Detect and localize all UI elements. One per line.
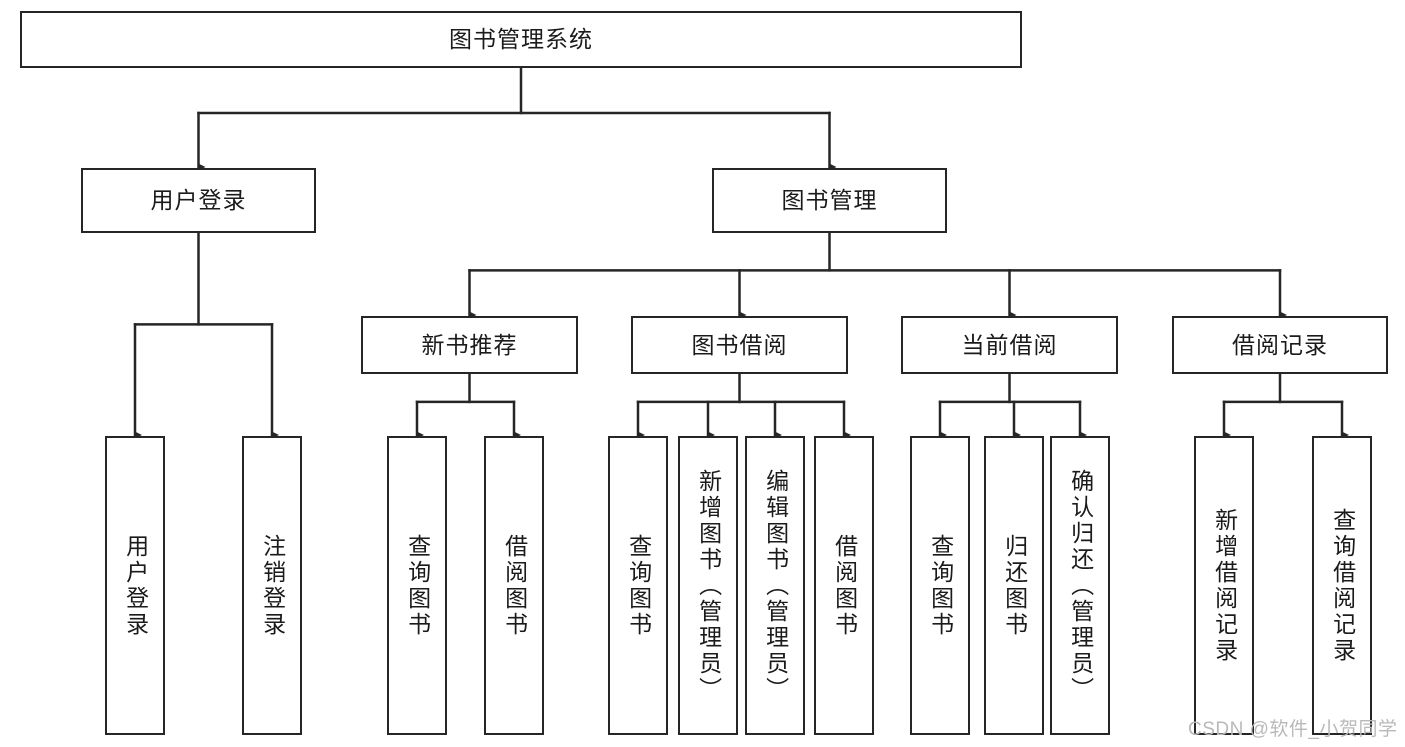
node-label: 当前借阅	[961, 331, 1058, 358]
node-label: 确认归还（管理员）	[1067, 468, 1094, 703]
node-label: 新增借阅记录	[1211, 507, 1238, 664]
node-user-login[interactable]: 用户登录	[81, 168, 316, 233]
node-label: 图书管理	[781, 187, 878, 214]
node-leaf-query-book-cur[interactable]: 查询图书	[910, 436, 970, 735]
node-leaf-borrow-book-rec[interactable]: 借阅图书	[484, 436, 544, 735]
node-leaf-query-book-borrow[interactable]: 查询图书	[608, 436, 668, 735]
node-label: 图书借阅	[691, 331, 788, 358]
node-label: 用户登录	[122, 533, 149, 638]
node-label: 注销登录	[259, 533, 286, 638]
node-leaf-user-login[interactable]: 用户登录	[105, 436, 165, 735]
node-label: 借阅记录	[1232, 331, 1328, 358]
node-leaf-return-book[interactable]: 归还图书	[984, 436, 1044, 735]
node-leaf-add-book[interactable]: 新增图书（管理员）	[678, 436, 738, 735]
node-label: 新书推荐	[421, 331, 518, 358]
node-label: 查询图书	[927, 533, 954, 638]
node-book-manage[interactable]: 图书管理	[712, 168, 947, 233]
node-root[interactable]: 图书管理系统	[20, 11, 1022, 68]
connector-lines	[133, 66, 1350, 439]
node-label: 查询借阅记录	[1329, 507, 1356, 664]
node-leaf-confirm-return[interactable]: 确认归还（管理员）	[1050, 436, 1110, 735]
node-label: 用户登录	[150, 187, 247, 214]
node-current-borrow[interactable]: 当前借阅	[901, 316, 1118, 374]
node-book-borrow[interactable]: 图书借阅	[631, 316, 848, 374]
node-leaf-borrow-book[interactable]: 借阅图书	[814, 436, 874, 735]
node-label: 编辑图书（管理员）	[762, 468, 789, 703]
node-label: 归还图书	[1001, 533, 1028, 638]
watermark-label: CSDN @软件_小贺同学	[1188, 719, 1398, 740]
node-label: 查询图书	[404, 533, 431, 638]
node-leaf-user-logout[interactable]: 注销登录	[242, 436, 302, 735]
node-label: 查询图书	[625, 533, 652, 638]
node-leaf-query-record[interactable]: 查询借阅记录	[1312, 436, 1372, 735]
node-leaf-query-book-rec[interactable]: 查询图书	[387, 436, 447, 735]
node-label: 借阅图书	[501, 533, 528, 638]
node-borrow-record[interactable]: 借阅记录	[1172, 316, 1388, 374]
node-new-book-rec[interactable]: 新书推荐	[361, 316, 578, 374]
node-label: 新增图书（管理员）	[695, 468, 722, 703]
node-label: 借阅图书	[831, 533, 858, 638]
node-leaf-add-record[interactable]: 新增借阅记录	[1194, 436, 1254, 735]
node-leaf-edit-book[interactable]: 编辑图书（管理员）	[745, 436, 805, 735]
node-label: 图书管理系统	[449, 26, 593, 53]
